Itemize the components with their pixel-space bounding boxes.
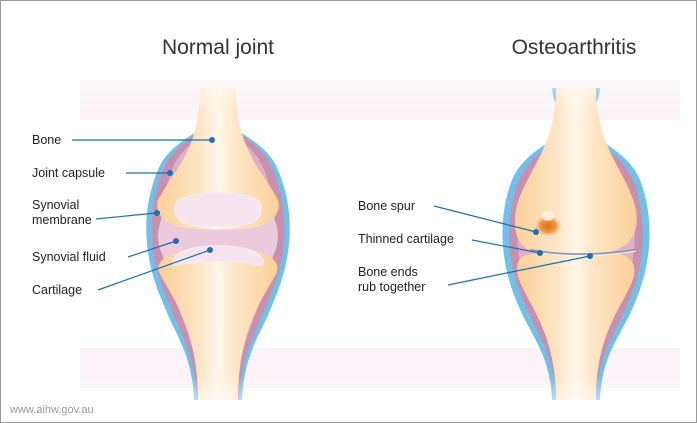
label-synovial-fluid: Synovial fluid <box>32 250 106 264</box>
title-normal-joint: Normal joint <box>162 36 274 59</box>
label-bone-ends-line1: Bone ends <box>358 265 418 279</box>
leader-thinned-cartilage-dot <box>537 250 543 256</box>
source-url: www.aihw.gov.au <box>9 404 94 416</box>
leader-joint-capsule-dot <box>167 170 173 176</box>
leader-bone-spur-dot <box>533 229 539 235</box>
leader-bone-dot <box>209 137 215 143</box>
leader-synovial-membrane-dot <box>154 210 160 216</box>
label-bone: Bone <box>32 133 61 147</box>
label-cartilage: Cartilage <box>32 283 82 297</box>
normal-upper-cartilage <box>175 193 262 228</box>
leader-bone-ends-dot <box>587 253 593 259</box>
label-thinned-cartilage: Thinned cartilage <box>358 232 454 246</box>
leader-synovial-fluid-dot <box>173 238 179 244</box>
label-bone-ends-line2: rub together <box>358 280 425 294</box>
label-joint-capsule: Joint capsule <box>32 166 105 180</box>
title-osteoarthritis: Osteoarthritis <box>512 36 637 59</box>
fade-top <box>80 80 680 110</box>
leader-cartilage-dot <box>207 247 213 253</box>
fade-bottom <box>80 376 680 406</box>
label-synovial-membrane-line2: membrane <box>32 213 92 227</box>
label-synovial-membrane-line1: Synovial <box>32 198 79 212</box>
label-bone-spur: Bone spur <box>358 199 415 213</box>
oa-bone-spur-highlight <box>542 211 554 221</box>
